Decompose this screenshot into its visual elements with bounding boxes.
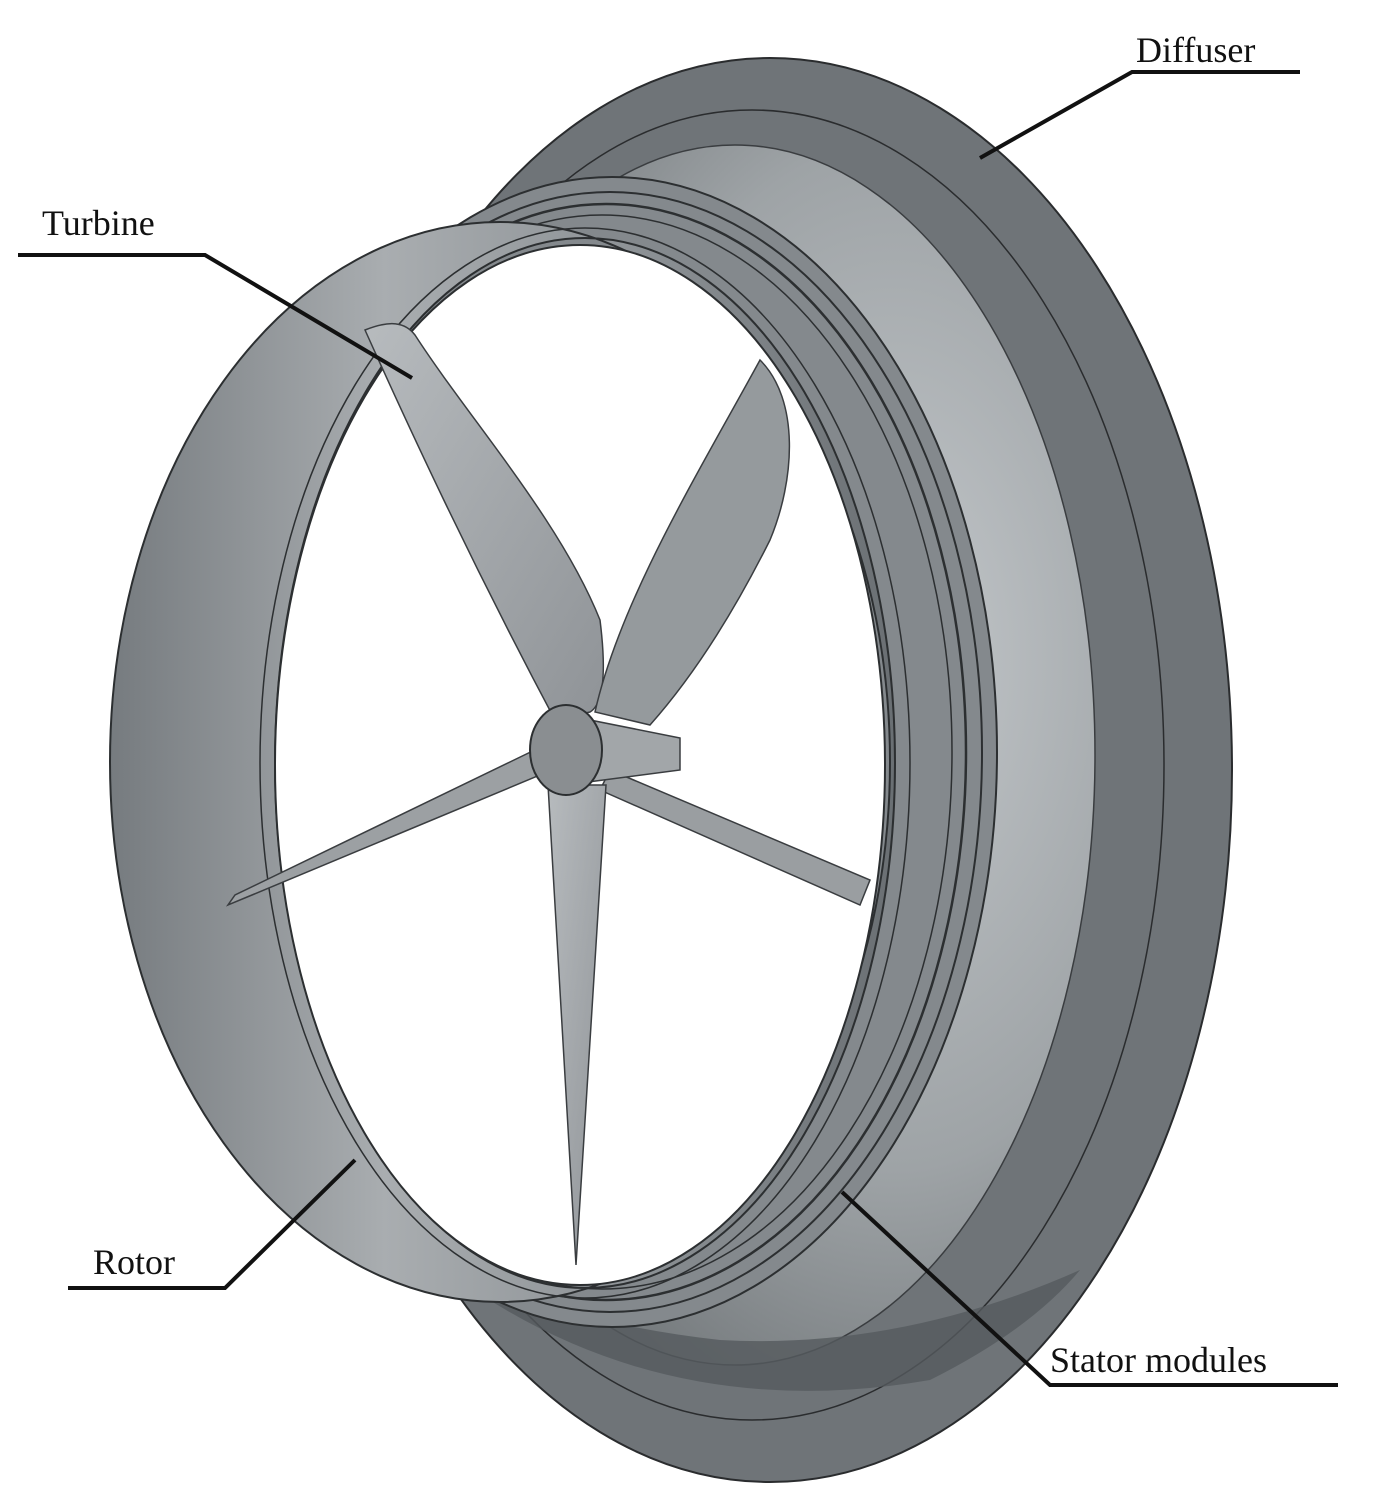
leader-line-turbine: [18, 253, 414, 380]
rotor-inner-line: [259, 227, 911, 1299]
leader-line-rotor: [68, 1158, 357, 1290]
label-turbine: Turbine: [42, 203, 155, 243]
label-stator-modules: Stator modules: [1050, 1340, 1267, 1380]
hub: [529, 704, 603, 796]
callout-stator-modules: Stator modules: [840, 1190, 1338, 1387]
blade-upper-left: [363, 323, 605, 721]
label-diffuser: Diffuser: [1136, 30, 1255, 70]
leader-line-diffuser: [979, 70, 1300, 160]
leader-line-stator-modules: [840, 1190, 1338, 1387]
blade-upper-right: [594, 358, 791, 726]
blade-right: [598, 769, 871, 907]
callout-rotor: Rotor: [68, 1158, 357, 1290]
turbine-part: [225, 323, 871, 1266]
callout-diffuser: Diffuser: [979, 30, 1300, 160]
label-rotor: Rotor: [93, 1242, 175, 1282]
callout-turbine: Turbine: [18, 203, 414, 380]
diffuser-lower-shadow: [420, 1250, 1080, 1391]
